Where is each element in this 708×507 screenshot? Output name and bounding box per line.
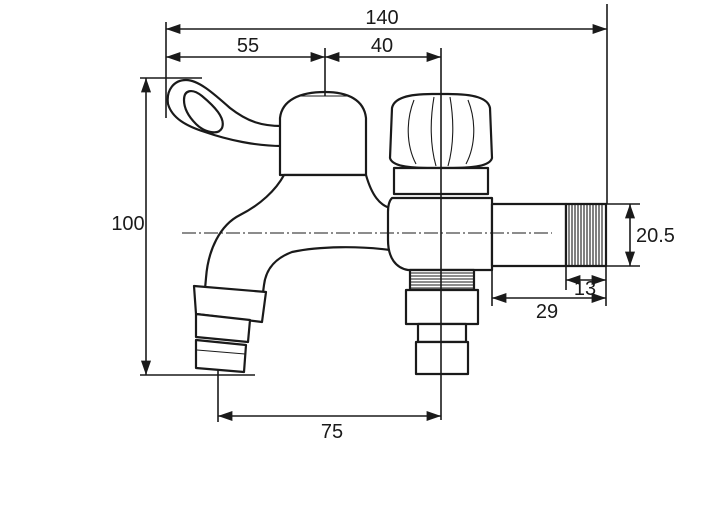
handle-cap xyxy=(278,90,368,177)
svg-text:140: 140 xyxy=(365,7,398,29)
svg-text:13: 13 xyxy=(574,278,596,300)
dimension-inlet-length: 29 xyxy=(492,292,606,323)
dimension-overall-width: 140 xyxy=(166,7,607,35)
svg-text:29: 29 xyxy=(536,301,558,323)
dimension-thread-length: 13 xyxy=(566,274,606,300)
lever-handle xyxy=(166,78,284,148)
dimension-handle-offset: 55 xyxy=(166,35,325,63)
bottom-outlet xyxy=(404,268,480,376)
svg-text:20.5: 20.5 xyxy=(636,225,675,247)
svg-text:55: 55 xyxy=(237,35,259,57)
svg-text:40: 40 xyxy=(371,35,393,57)
dimension-thread-diameter: 20.5 xyxy=(624,204,675,266)
svg-text:75: 75 xyxy=(321,421,343,443)
inlet-pipe xyxy=(490,202,568,268)
threaded-end xyxy=(564,202,608,268)
extension-lines xyxy=(140,4,640,422)
spout-body xyxy=(202,173,392,302)
valve-body xyxy=(386,196,494,272)
spout-nozzle xyxy=(192,284,268,374)
dimension-spout-to-valve: 40 xyxy=(325,35,441,63)
svg-text:100: 100 xyxy=(111,213,144,235)
dimension-height: 100 xyxy=(111,78,152,375)
dimension-outlet-spacing: 75 xyxy=(218,410,441,443)
